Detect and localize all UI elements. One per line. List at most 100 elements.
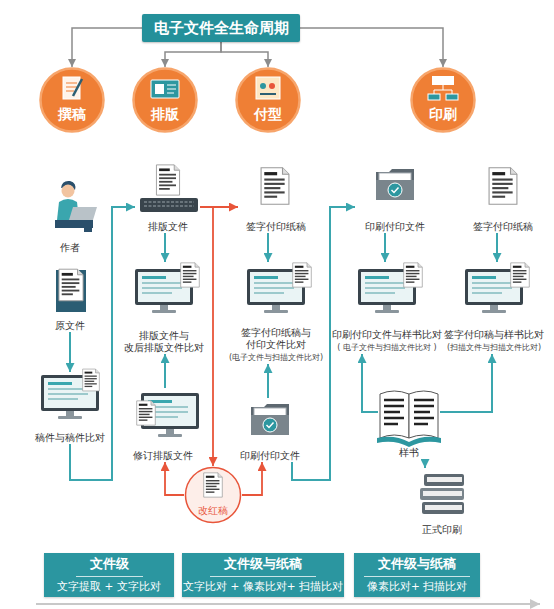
stage-circle: 付型 [235,67,301,133]
monitor-icon [141,393,199,437]
node-sublabel: 文字比对 + 像素比对+ 扫描比对 [183,580,343,594]
monitor-icon [358,269,416,313]
flow-connector [165,42,221,67]
flow-connector [200,207,213,466]
node-label: 电子文件全生命周期 [154,19,289,38]
book-page [409,391,438,438]
flow-connector [69,332,71,372]
folder-icon [376,169,414,200]
document-icon [404,263,423,287]
author-legs [55,220,93,228]
node-label: 撰稿 [58,106,86,124]
node-label: 文件级与纸稿 [210,556,316,577]
keyboard-icon [140,198,198,212]
method-band: 文件级文字提取 + 文字比对 [44,553,174,597]
method-band: 文件级与纸稿文字比对 + 像素比对+ 扫描比对 [182,553,344,597]
document-icon [83,369,100,391]
node-label: 签字付印纸稿与 付印文件比对 [222,327,330,351]
node-label: 印刷付印文件 [240,450,300,462]
flow-connector [496,233,498,262]
laptop [69,207,97,220]
flow-connector [300,28,443,67]
node-label: 签字付印纸稿 [246,221,306,233]
compare-node: 签字付印纸稿与 付印文件比对(电子文件与扫描文件比对) [222,262,330,364]
file-node: 原文件 [42,262,98,332]
book-text [414,400,434,424]
stage-circle-shape [237,69,300,132]
author-node: 作者 [40,178,100,254]
plate-line [260,93,276,95]
node-label: 原文件 [55,320,85,332]
node-label: 印刷付印文件与样书比对 [332,329,442,341]
flow-connector [72,28,142,67]
node-label: 印刷付印文件 [365,221,425,233]
folder-node: 印刷付印文件 [232,398,307,462]
flow-connector [267,364,269,398]
node-label: 排版文件 [148,221,188,233]
flow-connector [164,233,166,262]
node-label: 排版文件与 改后排版文件比对 [118,330,210,354]
plate-dot [260,83,266,89]
node-label: 稿件与稿件比对 [35,432,105,444]
flow-connector [384,233,386,262]
stage-circle: 印刷 [410,67,476,133]
stage-circle: 撰稿 [39,67,105,133]
node-sublabel: 文字提取 + 文字比对 [57,580,160,594]
node-sublabel: (扫描文件与扫描文件比对) [447,342,541,354]
draft-lines [66,83,77,91]
pen-icon [73,79,82,96]
file-node: 签字付印纸稿 [465,163,540,233]
monitor-icon [41,375,99,419]
plate-icon [256,77,280,99]
layout-lines [167,85,176,93]
node-label: 排版 [151,106,179,124]
book-edge [425,505,462,510]
stage-circle: 排版 [132,67,198,133]
print-icon [432,76,454,85]
stage-circle-shape [412,69,475,132]
document-icon [156,165,179,195]
author-head [62,185,75,198]
node-label: 正式印刷 [422,524,462,536]
author-foot [84,228,92,232]
node-label: 文件级 [76,556,143,577]
folder-node: 印刷付印文件 [355,163,435,233]
node-label: 作者 [60,242,80,254]
file-node: 签字付印纸稿 [238,163,313,233]
draft-icon [63,77,80,99]
compare-node: 稿件与稿件比对 [25,372,115,444]
document-icon [511,263,530,287]
document-icon [59,269,83,301]
timeline-arrow [36,603,540,605]
node-sublabel: (电子文件与扫描文件比对) [229,352,323,364]
print-box [428,94,440,100]
file-node: 修订排版文件 [120,388,205,462]
compare-node: 签字付印稿与样书比对(扫描文件与扫描文件比对) [442,262,546,354]
stage-circle-shape [134,69,197,132]
markup-circle: 改红稿 [184,466,242,524]
node-label: 样书 [399,447,419,459]
plate-dot [269,83,275,89]
layout-block [155,84,164,94]
stacked-book [422,502,464,514]
node-label: 修订排版文件 [133,450,193,462]
flow-connector [221,42,268,67]
node-label: 印刷 [429,106,457,124]
markup-circle-shape [186,468,241,523]
node-sublabel: 像素比对+ 扫描比对 [367,580,467,594]
file-cover [56,270,86,312]
monitor-icon [135,269,193,313]
book-edge [427,477,462,482]
book-cover [377,437,441,447]
document-icon [261,168,289,204]
stacked-book [420,488,464,500]
compare-node: 印刷付印文件与样书比对( 电子文件与扫描文件比对 ) [333,262,441,354]
book-page [380,391,409,438]
monitor-icon [247,269,305,313]
flow-connector [242,462,262,495]
document-icon [293,263,312,287]
stage-circle-shape [41,69,104,132]
method-band: 文件级与纸稿像素比对+ 扫描比对 [354,553,480,597]
